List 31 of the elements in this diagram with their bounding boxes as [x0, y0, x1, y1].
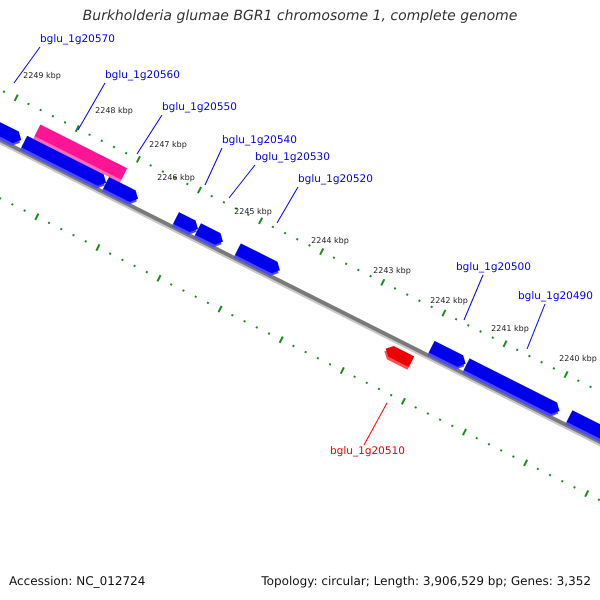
scale-label: 2244 kbp	[311, 237, 349, 246]
leader-line	[14, 46, 40, 84]
scale-label: 2247 kbp	[149, 141, 187, 150]
gene-label: bglu_1g20560	[105, 70, 180, 82]
leader-line	[464, 274, 484, 320]
scale-label: 2240 kbp	[559, 355, 597, 364]
scale-label: 2243 kbp	[373, 267, 411, 276]
scale-label: 2248 kbp	[95, 107, 133, 116]
scale-label: 2245 kbp	[234, 208, 272, 217]
leader-line	[526, 304, 546, 350]
leader-line	[136, 114, 162, 154]
gene-label: bglu_1g20510	[330, 446, 405, 458]
scale-label: 2242 kbp	[430, 297, 468, 306]
gene-label: bglu_1g20570	[40, 34, 115, 46]
leader-line	[276, 186, 298, 224]
map-title: Burkholderia glumae BGR1 chromosome 1, complete genome	[82, 9, 518, 24]
genome-info-text: Topology: circular; Length: 3,906,529 bp; Genes: 3,352	[261, 575, 591, 588]
accession-text: Accession: NC_012724	[9, 575, 146, 588]
gene-label: bglu_1g20500	[456, 262, 531, 274]
gene-label: bglu_1g20540	[222, 135, 297, 147]
gene-label: bglu_1g20550	[162, 102, 237, 114]
leader-line	[204, 148, 222, 186]
gene-label: bglu_1g20490	[518, 291, 593, 303]
leader-line	[228, 164, 256, 198]
scale-label: 2241 kbp	[491, 325, 529, 334]
gene-label: bglu_1g20530	[255, 152, 330, 164]
leader-line	[364, 402, 388, 446]
gene-label: bglu_1g20520	[298, 174, 373, 186]
scale-label: 2246 kbp	[157, 174, 195, 183]
scale-label: 2249 kbp	[23, 72, 61, 81]
leader-line	[78, 82, 106, 130]
